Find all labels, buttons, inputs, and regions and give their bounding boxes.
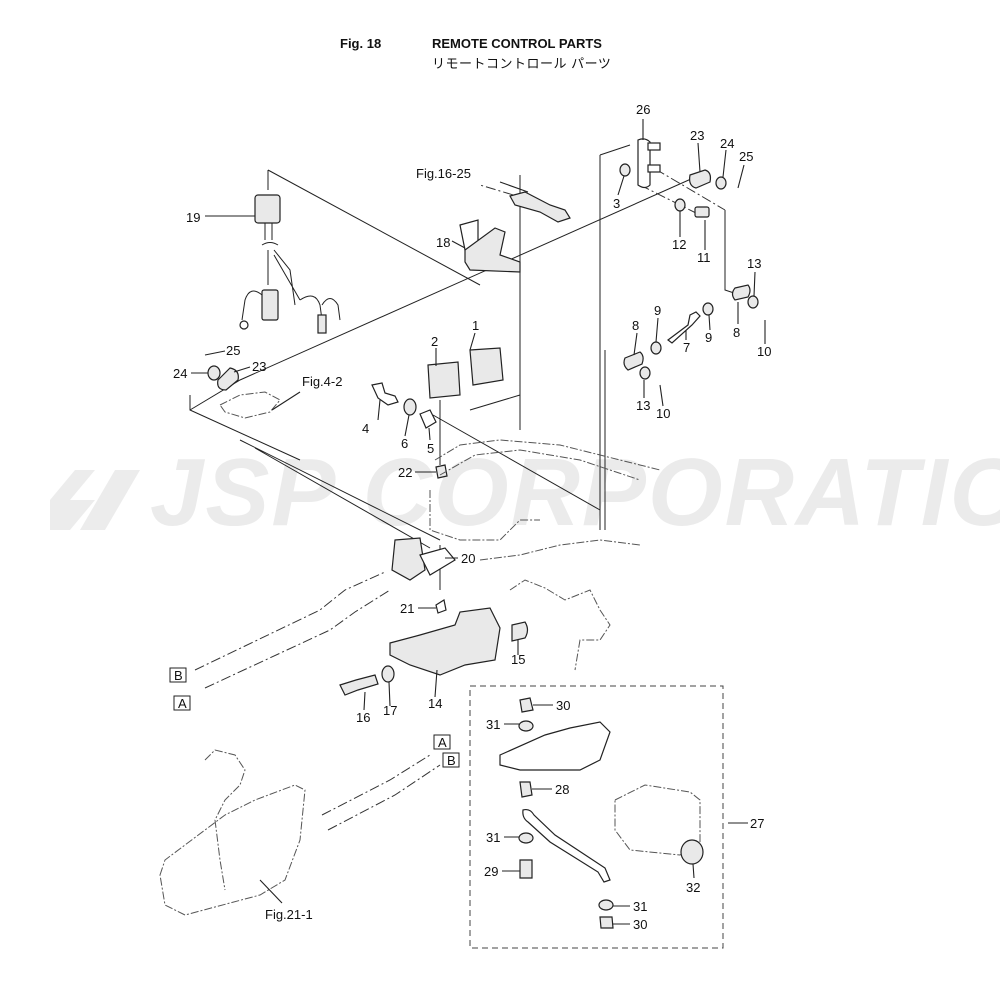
assembly-27-parts	[499, 697, 704, 929]
callout-6: 6	[401, 436, 408, 451]
callout-28: 28	[555, 782, 569, 797]
callout-1: 1	[472, 318, 479, 333]
watermark: JSP CORPORATION	[50, 439, 1000, 546]
callout-11: 11	[697, 250, 711, 265]
callout-4: 4	[362, 421, 369, 436]
callout-21: 21	[400, 601, 414, 616]
callout-23: 23	[252, 359, 266, 374]
watermark-text: JSP CORPORATION	[150, 439, 1000, 546]
callout-25: 25	[226, 343, 240, 358]
middle-right-linkage	[623, 284, 759, 380]
callout-2: 2	[431, 334, 438, 349]
callout-24: 24	[173, 366, 187, 381]
callout-31: 31	[486, 830, 500, 845]
callout-9: 9	[654, 303, 661, 318]
center-small-parts	[371, 347, 504, 479]
callout-24: 24	[720, 136, 734, 151]
figure-references: Fig.16-25 Fig.4-2 Fig.21-1	[265, 166, 471, 922]
callout-14: 14	[428, 696, 442, 711]
callout-29: 29	[484, 864, 498, 879]
part-20-bracket	[391, 537, 456, 614]
fig16-25-clip	[509, 191, 571, 223]
cable-markers: B A A B	[169, 667, 460, 768]
callout-23: 23	[690, 128, 704, 143]
leader-lines	[191, 119, 766, 925]
callout-10: 10	[656, 406, 670, 421]
ref-fig16-25[interactable]: Fig.16-25	[416, 166, 471, 181]
part-14-bracket	[339, 607, 529, 696]
callout-19: 19	[186, 210, 200, 225]
callout-31: 31	[486, 717, 500, 732]
callout-3: 3	[613, 196, 620, 211]
engine-bracket-phantom	[429, 439, 661, 671]
title-english: REMOTE CONTROL PARTS	[432, 36, 602, 51]
marker-a-right: A	[438, 735, 447, 750]
callout-5: 5	[427, 441, 434, 456]
marker-a-left: A	[178, 696, 187, 711]
callout-31: 31	[633, 899, 647, 914]
callout-27: 27	[750, 816, 764, 831]
part-18-bracket	[459, 219, 521, 273]
callout-25: 25	[739, 149, 753, 164]
callout-26: 26	[636, 102, 650, 117]
callout-32: 32	[686, 880, 700, 895]
callout-30: 30	[633, 917, 647, 932]
upper-right-linkage	[619, 138, 727, 218]
callout-17: 17	[383, 703, 397, 718]
callout-16: 16	[356, 710, 370, 725]
callout-12: 12	[672, 237, 686, 252]
cables-left	[194, 571, 391, 689]
part-19-harness	[239, 194, 341, 334]
callout-13: 13	[747, 256, 761, 271]
callout-20: 20	[461, 551, 475, 566]
callout-9: 9	[705, 330, 712, 345]
remote-control-box	[159, 749, 441, 916]
callout-10: 10	[757, 344, 771, 359]
figure-number: Fig. 18	[340, 36, 382, 51]
title-japanese: リモートコントロール パーツ	[432, 56, 612, 71]
assembly-27-box	[469, 685, 724, 949]
callout-18: 18	[436, 235, 450, 250]
callout-15: 15	[511, 652, 525, 667]
callout-30: 30	[556, 698, 570, 713]
ref-fig21-1[interactable]: Fig.21-1	[265, 907, 313, 922]
callout-8: 8	[632, 318, 639, 333]
part-number-labels: 26 23 24 25 3 12 11 13 9 8 9 7 8 10 13 1…	[173, 102, 771, 932]
callout-13: 13	[636, 398, 650, 413]
callout-7: 7	[683, 340, 690, 355]
marker-b-right: B	[447, 753, 456, 768]
callout-22: 22	[398, 465, 412, 480]
callout-8: 8	[733, 325, 740, 340]
ref-fig4-2[interactable]: Fig.4-2	[302, 374, 342, 389]
marker-b-left: B	[174, 668, 183, 683]
left-linkage	[207, 365, 281, 419]
